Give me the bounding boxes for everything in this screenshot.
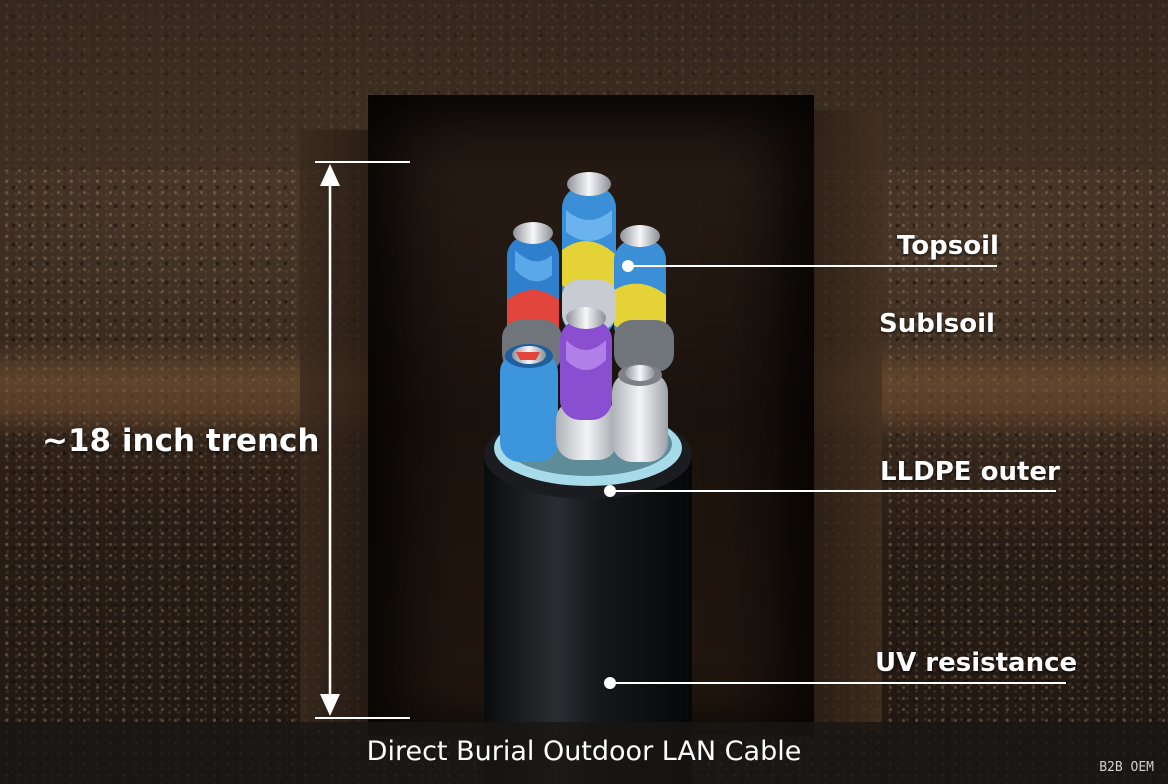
trench-wall-left <box>300 130 370 730</box>
dot-uv <box>604 677 616 689</box>
label-uv: UV resistance <box>875 648 1078 678</box>
dot-outer <box>604 485 616 497</box>
trench-depth-label: ~18 inch trench <box>42 423 320 459</box>
brand-mark: B2B OEM <box>1099 760 1154 775</box>
arrow-up-icon <box>320 164 340 186</box>
trench-wall-right <box>812 110 882 730</box>
wire-front-right <box>612 364 668 462</box>
caption: Direct Burial Outdoor LAN Cable <box>366 736 802 767</box>
arrow-down-icon <box>320 694 340 716</box>
outer-jacket <box>484 455 692 784</box>
label-topsoil: Topsoil <box>897 231 999 261</box>
wire-front-left <box>500 344 558 462</box>
dot-topsoil <box>622 260 634 272</box>
callouts <box>604 260 1066 689</box>
cable <box>484 172 692 784</box>
caption-bar <box>0 722 1168 784</box>
trench-depth-marker <box>315 161 410 719</box>
grey-core-stub-right <box>614 320 674 372</box>
wire-front-center <box>556 307 618 460</box>
label-subsoil: Sublsoil <box>879 309 995 339</box>
label-outer: LLDPE outer <box>880 457 1060 487</box>
